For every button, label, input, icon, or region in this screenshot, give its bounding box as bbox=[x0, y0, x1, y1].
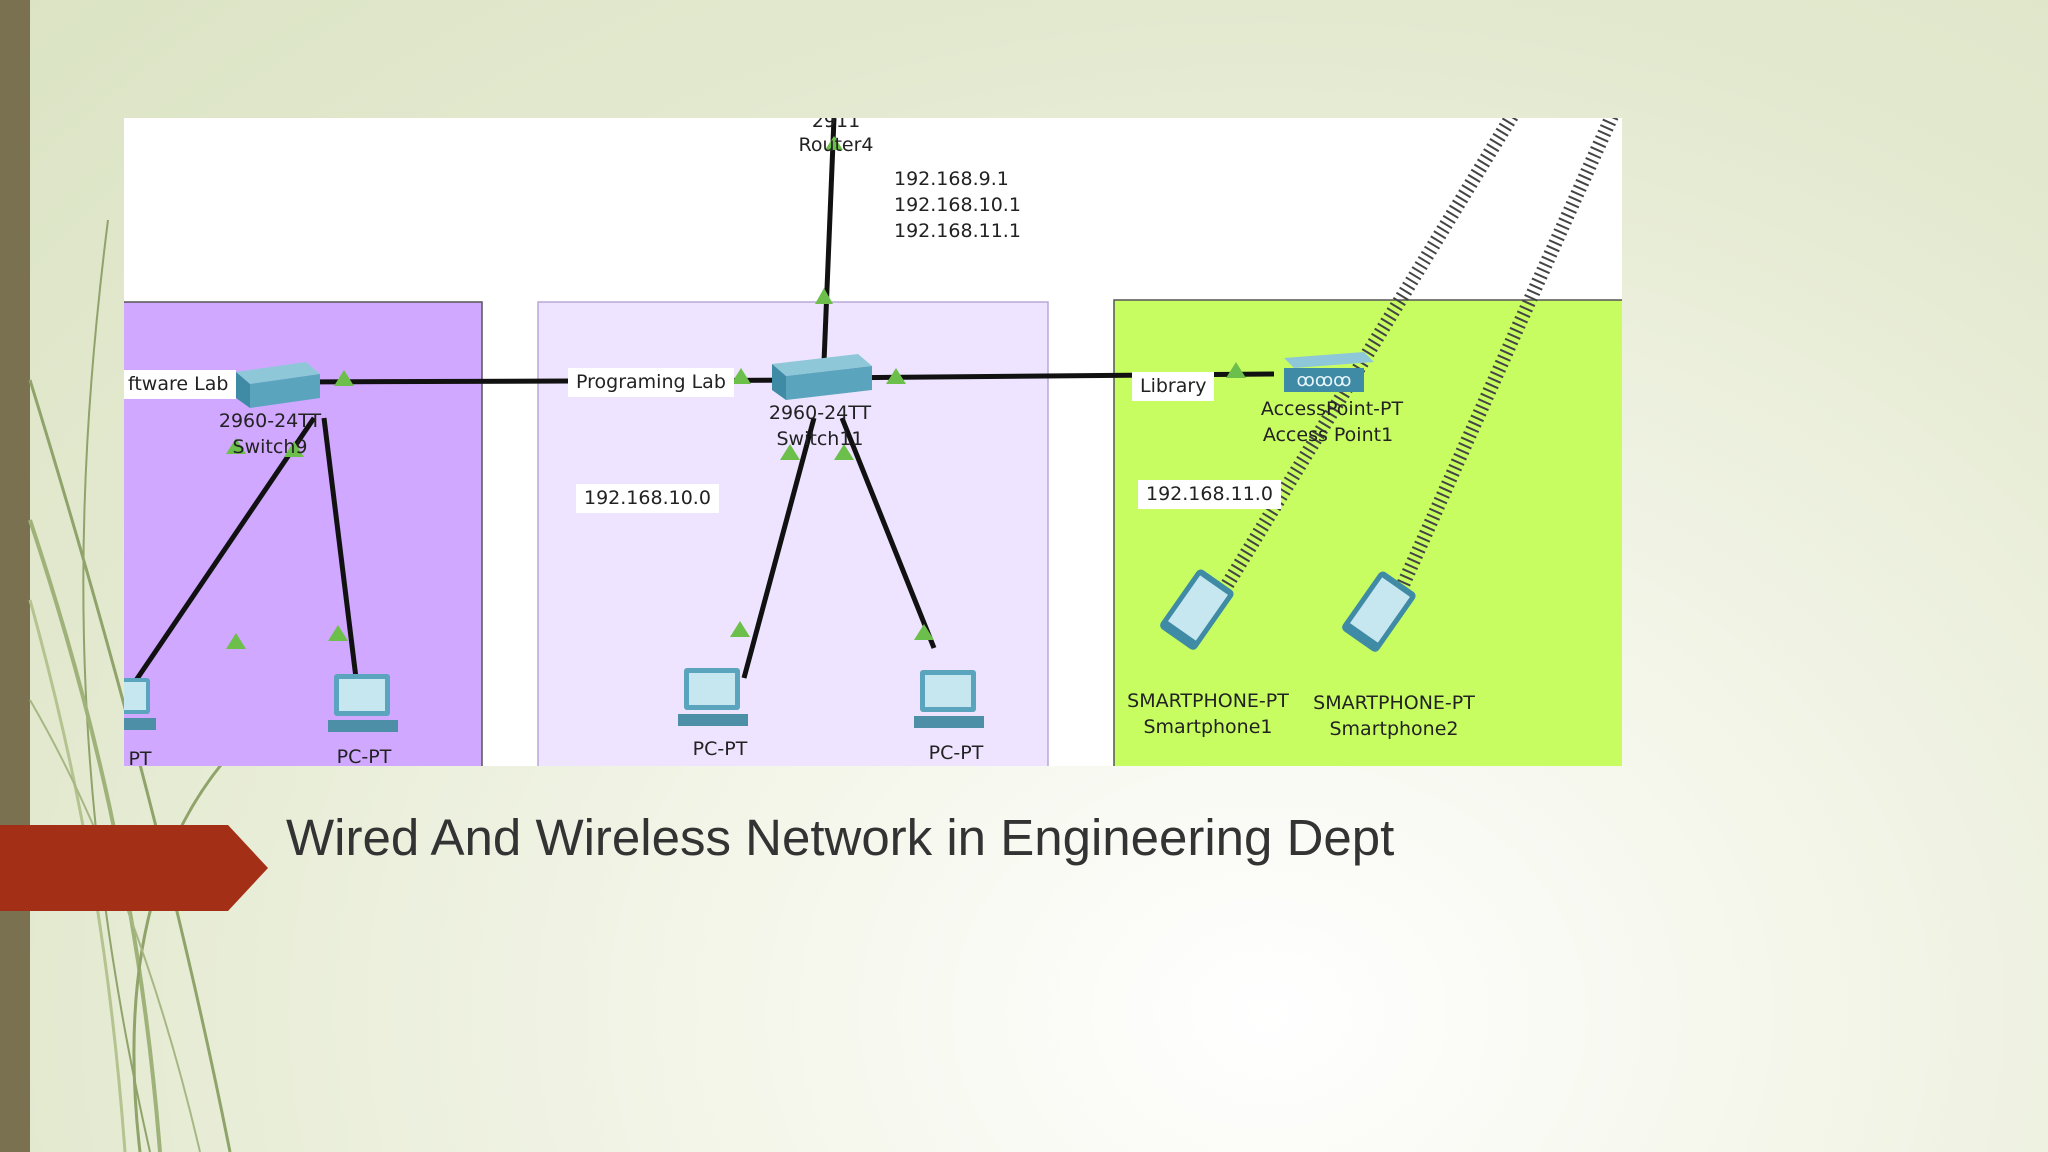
port-markers bbox=[226, 136, 1246, 649]
slide-caption: Wired And Wireless Network in Engineerin… bbox=[286, 809, 1395, 866]
switch9-icon bbox=[236, 362, 320, 408]
smartphone2-name: Smartphone2 bbox=[1329, 718, 1459, 740]
library-network: 192.168.11.0 bbox=[1138, 480, 1281, 509]
caption-arrow-marker bbox=[0, 825, 268, 911]
router-address: 192.168.9.1 bbox=[894, 168, 1009, 190]
library-label: Library bbox=[1132, 372, 1215, 401]
router-address-list: 192.168.9.1 192.168.10.1 192.168.11.1 bbox=[886, 162, 1029, 248]
programing-lab-label: Programing Lab bbox=[568, 368, 734, 397]
access-point-icon: ꝏꝏꝏ bbox=[1284, 352, 1374, 392]
switch9-name: Switch9 bbox=[232, 436, 308, 458]
wireless-links bbox=[1198, 118, 1619, 627]
smartphone1-model: SMARTPHONE-PT bbox=[1127, 690, 1289, 712]
switch11-name: Switch11 bbox=[776, 428, 864, 450]
smartphone-icons bbox=[1160, 569, 1416, 652]
switch11-model: 2960-24TT bbox=[768, 402, 872, 424]
pc-label: PC-PT bbox=[928, 742, 984, 764]
diagram-canvas: ꝏꝏꝏ bbox=[124, 118, 1622, 766]
router-model: 2911 bbox=[811, 118, 861, 132]
access-point-name: Access Point1 bbox=[1262, 424, 1394, 446]
smartphone2-model: SMARTPHONE-PT bbox=[1313, 692, 1475, 714]
pc-icons bbox=[124, 668, 984, 732]
software-lab-label: ftware Lab bbox=[124, 370, 237, 399]
pc-label: PT bbox=[128, 748, 152, 766]
switch11-icon bbox=[772, 354, 872, 400]
svg-text:ꝏꝏꝏ: ꝏꝏꝏ bbox=[1296, 370, 1351, 391]
router-address: 192.168.10.1 bbox=[894, 194, 1021, 216]
programing-lab-network: 192.168.10.0 bbox=[576, 484, 719, 513]
smartphone1-name: Smartphone1 bbox=[1143, 716, 1273, 738]
pc-label: PC-PT bbox=[692, 738, 748, 760]
left-accent-bar bbox=[0, 0, 30, 1152]
pc-label: PC-PT bbox=[336, 746, 392, 766]
network-diagram: ꝏꝏꝏ bbox=[124, 118, 1622, 766]
router-name: Router4 bbox=[798, 134, 874, 156]
access-point-model: AccessPoint-PT bbox=[1260, 398, 1404, 420]
router-address: 192.168.11.1 bbox=[894, 220, 1021, 242]
switch9-model: 2960-24TT bbox=[218, 410, 322, 432]
